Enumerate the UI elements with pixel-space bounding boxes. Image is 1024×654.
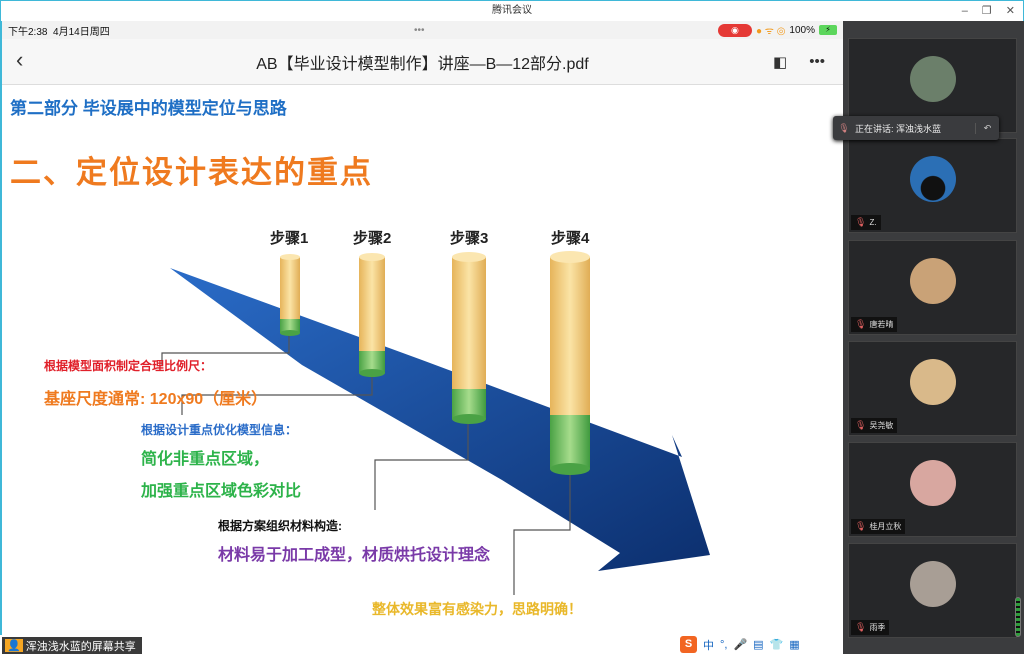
participants-scrollbar[interactable] — [1015, 597, 1021, 637]
ime-tools-icon[interactable]: ▦ — [789, 639, 800, 651]
avatar — [910, 460, 956, 506]
cylinder-step-4 — [550, 251, 590, 475]
step-2-heading: 根据设计重点优化模型信息： — [141, 423, 298, 437]
participant-name: 桂月立秋 — [869, 522, 902, 531]
shared-screen: 下午2:38 4月14日周四 ••• ◉ ● ᯤ ◎ 100% ⚡ ‹ AB【毕… — [0, 21, 843, 635]
participant-name: 雨季 — [869, 623, 886, 632]
multitask-dots-icon: ••• — [414, 24, 425, 36]
wifi-icon: ● ᯤ ◎ — [755, 26, 786, 37]
layout-toggle-icon[interactable]: ◧ — [773, 53, 788, 71]
participant-name: 吴尧敏 — [869, 421, 894, 430]
back-button[interactable]: ‹ — [16, 47, 24, 72]
more-button[interactable]: ••• — [809, 52, 825, 70]
ime-skin-icon[interactable]: 👕 — [769, 639, 784, 651]
participant-name: Z. — [869, 218, 877, 227]
slide-heading: 二、定位设计表达的重点 — [10, 155, 373, 190]
arrow-shape — [170, 268, 710, 571]
minimize-button[interactable]: – — [961, 5, 968, 17]
pdf-slide: 第二部分 毕设展中的模型定位与思路 二、定位设计表达的重点 步骤1 步骤2 步骤… — [2, 85, 843, 635]
cylinder-step-3 — [452, 252, 486, 424]
window-title: 腾讯会议 — [492, 5, 532, 16]
participant-tile[interactable]: 🎙桂月立秋 — [848, 442, 1017, 537]
speaking-indicator: 🎙 正在讲话: 浑浊浅水蓝 ↶ — [833, 116, 999, 140]
step-3-heading: 根据方案组织材料构造: — [218, 519, 342, 533]
close-button[interactable]: ✕ — [1005, 5, 1015, 17]
avatar — [910, 258, 956, 304]
battery-percent: 100% — [789, 24, 815, 36]
mic-icon: 🎙 — [838, 122, 850, 133]
window-titlebar: 腾讯会议 – ❐ ✕ — [0, 0, 1024, 21]
ime-keyboard-icon[interactable]: ▤ — [753, 639, 764, 651]
arrow-diagram — [161, 251, 710, 595]
step-1-text: 基座尺度通常: 120x90（厘米） — [44, 391, 268, 408]
step-1-heading: 根据模型面积制定合理比例尺： — [44, 359, 213, 373]
mic-muted-icon: 🎙 — [855, 521, 867, 531]
mic-muted-icon: 🎙 — [855, 217, 867, 227]
status-time: 下午2:38 — [8, 26, 48, 38]
cylinder-step-1 — [280, 254, 300, 336]
speaking-label: 正在讲话: 浑浊浅水蓝 — [855, 123, 942, 134]
mic-muted-icon: 🎙 — [855, 622, 867, 632]
step-3-label: 步骤3 — [450, 230, 489, 247]
ime-chinese-mode[interactable]: 中 — [703, 639, 714, 652]
screen-share-indicator[interactable]: 👤 浑浊浅水蓝的屏幕共享 — [2, 637, 142, 654]
avatar — [910, 561, 956, 607]
ime-punctuation-icon[interactable]: °, — [720, 638, 728, 651]
participant-tile[interactable]: 🎙Z. — [848, 138, 1017, 233]
step-1-label: 步骤1 — [270, 230, 309, 247]
participant-tile[interactable]: 🎙唐若晴 — [848, 240, 1017, 335]
meeting-bottom-bar: 👤 浑浊浅水蓝的屏幕共享 S 中 °, 🎤 ▤ 👕 ▦ — [0, 635, 843, 654]
participant-tile[interactable]: 🎙吴尧敏 — [848, 341, 1017, 436]
ipad-status-bar: 下午2:38 4月14日周四 ••• ◉ ● ᯤ ◎ 100% ⚡ — [2, 21, 843, 39]
mic-muted-icon: 🎙 — [855, 420, 867, 430]
step-2-text-1: 简化非重点区域， — [141, 451, 270, 468]
participants-panel: 🎙Z. 🎙唐若晴 🎙吴尧敏 🎙桂月立秋 🎙雨季 — [843, 21, 1024, 654]
document-title: AB【毕业设计模型制作】讲座—B—12部分.pdf — [256, 55, 589, 73]
status-date: 4月14日周四 — [53, 26, 110, 38]
user-icon: 👤 — [5, 639, 23, 652]
pdf-toolbar: ‹ AB【毕业设计模型制作】讲座—B—12部分.pdf ◧ ••• — [2, 39, 843, 85]
avatar — [910, 359, 956, 405]
share-label: 浑浊浅水蓝的屏幕共享 — [25, 640, 136, 653]
cylinder-step-2 — [359, 253, 385, 377]
restore-button[interactable]: ❐ — [981, 5, 992, 17]
mic-muted-icon: 🎙 — [855, 319, 867, 329]
step-4-label: 步骤4 — [551, 230, 590, 247]
step-3-text: 材料易于加工成型，材质烘托设计理念 — [218, 547, 491, 564]
slide-subtitle: 第二部分 毕设展中的模型定位与思路 — [10, 99, 287, 118]
step-2-label: 步骤2 — [353, 230, 392, 247]
step-4-text: 整体效果富有感染力，思路明确！ — [372, 601, 582, 617]
step-2-text-2: 加强重点区域色彩对比 — [141, 483, 302, 500]
participant-tile[interactable]: 🎙雨季 — [848, 543, 1017, 638]
reply-icon[interactable]: ↶ — [975, 122, 999, 134]
battery-icon: ⚡ — [819, 25, 837, 35]
sogou-logo-icon[interactable]: S — [680, 636, 697, 653]
ime-toolbar: S 中 °, 🎤 ▤ 👕 ▦ — [680, 636, 800, 653]
recording-icon: ◉ — [717, 23, 752, 37]
ime-voice-icon[interactable]: 🎤 — [733, 639, 748, 651]
avatar — [910, 156, 956, 202]
avatar — [910, 56, 956, 102]
participant-name: 唐若晴 — [869, 320, 894, 329]
